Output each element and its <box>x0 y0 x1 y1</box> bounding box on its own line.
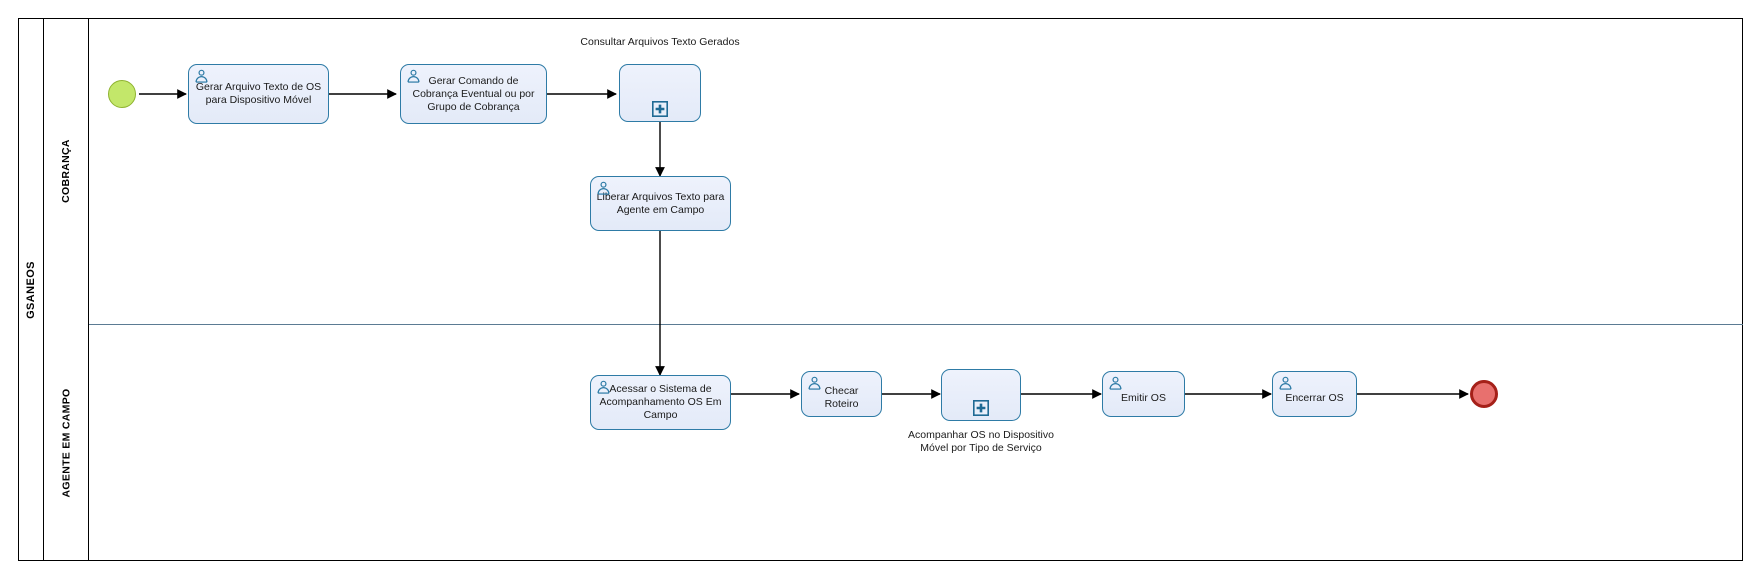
user-task-icon <box>597 380 610 394</box>
user-task-icon <box>1279 376 1292 390</box>
pool-frame <box>18 18 1743 561</box>
task-label: Emitir OS <box>1121 391 1166 404</box>
task-liberar-arquivos-texto[interactable]: Liberar Arquivos Texto para Agente em Ca… <box>590 176 731 231</box>
lane-label-agente-em-campo-text: AGENTE EM CAMPO <box>60 388 73 497</box>
task-encerrar-os[interactable]: Encerrar OS <box>1272 371 1357 417</box>
pool-label: GSANEOS <box>18 18 44 561</box>
task-label: Liberar Arquivos Texto para Agente em Ca… <box>596 190 725 216</box>
task-label: Acessar o Sistema de Acompanhamento OS E… <box>599 383 722 421</box>
pool-label-text: GSANEOS <box>24 260 37 319</box>
task-checar-roteiro[interactable]: Checar Roteiro <box>801 371 882 417</box>
task-label: Gerar Comando de Cobrança Eventual ou po… <box>412 74 535 113</box>
subprocess-caption-acompanhar-os: Acompanhar OS no Dispositivo Móvel por T… <box>908 429 1054 454</box>
task-gerar-comando-de-cobranca[interactable]: Gerar Comando de Cobrança Eventual ou po… <box>400 64 547 124</box>
subprocess-caption-consultar-arquivos: Consultar Arquivos Texto Gerados <box>580 36 740 48</box>
lane-label-cobranca: COBRANÇA <box>44 18 89 324</box>
task-gerar-arquivo-texto-de-os[interactable]: Gerar Arquivo Texto de OS para Dispositi… <box>188 64 329 124</box>
task-label: Gerar Arquivo Texto de OS para Dispositi… <box>195 81 322 106</box>
subprocess-consultar-arquivos-texto-gerados[interactable] <box>619 64 701 122</box>
plus-marker-icon <box>652 101 668 117</box>
user-task-icon <box>195 69 208 83</box>
task-label: Encerrar OS <box>1285 391 1344 404</box>
plus-marker-icon <box>973 400 989 416</box>
user-task-icon <box>1109 376 1122 390</box>
user-task-icon <box>597 181 610 195</box>
lane-label-agente-em-campo: AGENTE EM CAMPO <box>44 324 89 561</box>
lane-divider <box>89 324 1743 325</box>
task-emitir-os[interactable]: Emitir OS <box>1102 371 1185 417</box>
task-label: Checar Roteiro <box>824 385 859 410</box>
lane-label-cobranca-text: COBRANÇA <box>60 139 72 203</box>
subprocess-acompanhar-os-no-dispositivo-movel[interactable] <box>941 369 1021 421</box>
user-task-icon <box>407 69 420 83</box>
user-task-icon <box>808 376 821 390</box>
task-acessar-o-sistema-de-acompanhamento[interactable]: Acessar o Sistema de Acompanhamento OS E… <box>590 375 731 430</box>
end-event[interactable] <box>1470 380 1498 408</box>
start-event[interactable] <box>108 80 136 108</box>
